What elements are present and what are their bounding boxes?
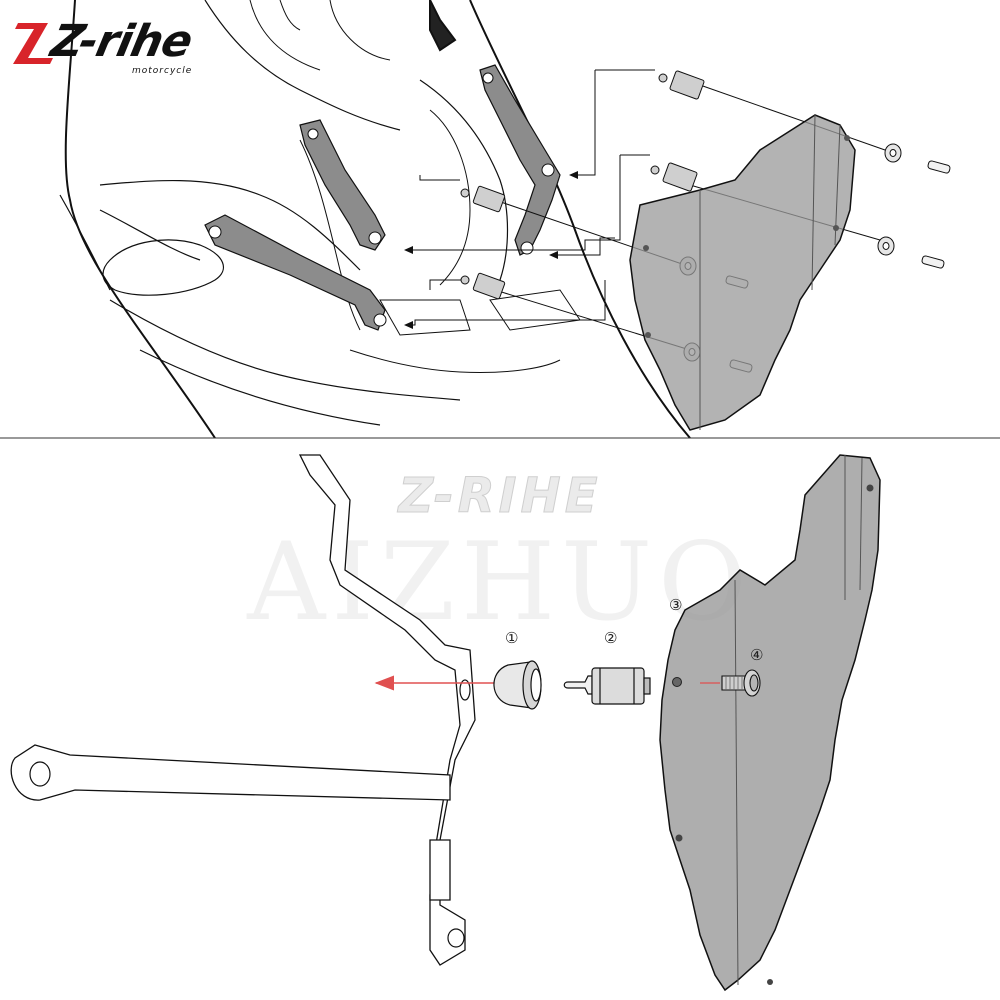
- callout-2: ②: [604, 629, 617, 647]
- brand-name: Z-rihe: [46, 16, 197, 67]
- callout-4: ④: [750, 646, 763, 664]
- brand-logo: Z-rihe motorcycle: [8, 8, 238, 78]
- svg-text:③: ③: [669, 596, 682, 614]
- mount-bracket-bottom: [10, 454, 476, 966]
- callout-1: ①: [505, 629, 518, 647]
- svg-text:①: ①: [505, 629, 518, 647]
- mounting-screw: [700, 669, 761, 697]
- brand-tagline: motorcycle: [132, 66, 193, 76]
- wind-deflector-panel-bottom: [659, 454, 881, 992]
- callout-3: ③: [669, 596, 682, 614]
- bracket-holes-bottom: [29, 679, 471, 948]
- brand-slash-mark: [13, 23, 53, 64]
- mount-bracket-top: [204, 64, 561, 331]
- svg-text:②: ②: [604, 629, 617, 647]
- wind-deflector-panel-top: [629, 114, 856, 431]
- rubber-grommet: [493, 660, 542, 710]
- standoff-spacer: [563, 667, 651, 705]
- svg-text:④: ④: [750, 646, 763, 664]
